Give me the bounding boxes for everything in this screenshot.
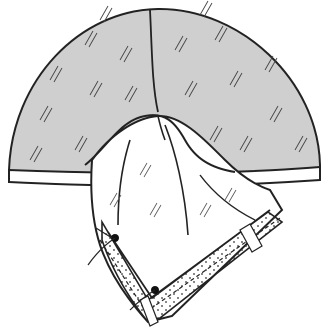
sewing-diagram [0, 0, 329, 334]
illustration-canvas [0, 0, 329, 334]
